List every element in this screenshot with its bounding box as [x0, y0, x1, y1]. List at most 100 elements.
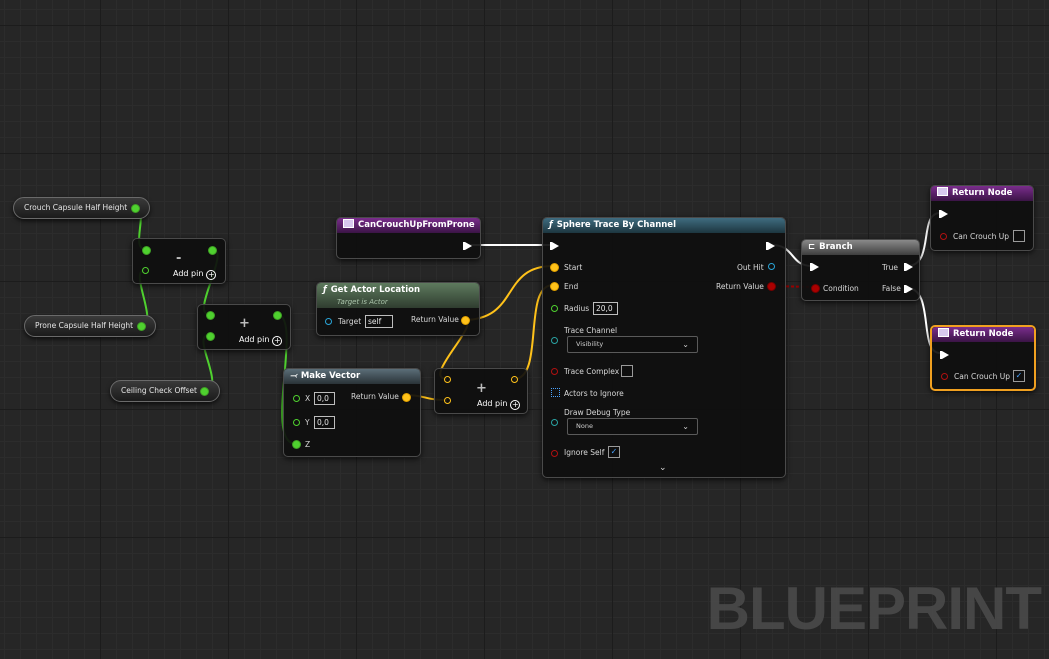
start-label: Start: [564, 263, 583, 272]
exec-pin-in[interactable]: [810, 263, 819, 271]
end-label: End: [564, 282, 579, 291]
true-label: True: [882, 263, 898, 272]
exec-pin-in[interactable]: [550, 242, 559, 250]
subtract-node[interactable]: - Add pin+: [132, 238, 226, 284]
end-pin-in[interactable]: [550, 282, 559, 291]
y-value-box[interactable]: 0,0: [314, 416, 335, 429]
float-pin-in-b[interactable]: [142, 267, 149, 274]
function-entry-node[interactable]: CanCrouchUpFromProne: [336, 217, 481, 259]
add-pin-label: Add pin: [477, 399, 508, 408]
out-hit-label: Out Hit: [737, 263, 764, 272]
vector-pin-out[interactable]: [461, 316, 470, 325]
trace-channel-pin-in[interactable]: [551, 337, 558, 344]
return-node-header: Return Node: [931, 186, 1033, 201]
return-node-false[interactable]: Return Node Can Crouch Up ✓: [930, 325, 1036, 391]
vector-pin-in-b[interactable]: [444, 397, 451, 404]
ignore-self-pin-in[interactable]: [551, 450, 558, 457]
float-pin-in-b[interactable]: [206, 332, 215, 341]
add-pin-label: Add pin: [173, 269, 204, 278]
var-ceiling-check-offset[interactable]: Ceiling Check Offset: [110, 380, 220, 402]
add-operator: +: [476, 381, 487, 396]
bool-pin-out[interactable]: [767, 282, 776, 291]
float-pin-out[interactable]: [131, 204, 140, 213]
make-vector-header: ⤙Make Vector: [284, 369, 420, 384]
add-node-float[interactable]: + Add pin+: [197, 304, 291, 350]
x-pin-in[interactable]: [293, 395, 300, 402]
y-pin-in[interactable]: [293, 419, 300, 426]
true-exec-pin-out[interactable]: [904, 263, 913, 271]
draw-debug-dropdown[interactable]: None⌄: [567, 418, 698, 435]
target-self-box[interactable]: self: [365, 315, 393, 328]
return-node-true[interactable]: Return Node Can Crouch Up: [930, 185, 1034, 251]
condition-pin-in[interactable]: [811, 284, 820, 293]
z-pin-in[interactable]: [292, 440, 301, 449]
var-crouch-label: Crouch Capsule Half Height: [24, 203, 128, 212]
trace-complex-pin-in[interactable]: [551, 368, 558, 375]
x-label: X: [305, 394, 311, 403]
make-vector-node[interactable]: ⤙Make Vector X 0,0 Y 0,0 Z Return Value: [283, 368, 421, 457]
float-pin-out[interactable]: [137, 322, 146, 331]
trace-complex-checkbox[interactable]: [621, 365, 633, 377]
vector-pin-in-a[interactable]: [444, 376, 451, 383]
branch-icon: ⊏: [808, 242, 816, 252]
exec-pin-out[interactable]: [766, 242, 775, 250]
var-prone-capsule-half-height[interactable]: Prone Capsule Half Height: [24, 315, 156, 337]
actors-to-ignore-row[interactable]: Actors to Ignore: [551, 388, 624, 398]
expand-chevron-icon[interactable]: ⌄: [659, 463, 667, 473]
ignore-self-label: Ignore Self: [564, 448, 605, 457]
float-pin-in-a[interactable]: [142, 246, 151, 255]
add-pin-button[interactable]: Add pin+: [173, 269, 217, 280]
var-crouch-capsule-half-height[interactable]: Crouch Capsule Half Height: [13, 197, 150, 219]
can-crouch-up-checkbox[interactable]: [1013, 230, 1025, 242]
exec-pin-in[interactable]: [940, 351, 949, 359]
radius-value-box[interactable]: 20,0: [593, 302, 618, 315]
subtract-operator: -: [176, 251, 182, 266]
return-value-label: Return Value: [411, 315, 459, 324]
out-hit-pin-out[interactable]: [768, 263, 775, 270]
can-crouch-up-pin-in[interactable]: [941, 373, 948, 380]
entry-title: CanCrouchUpFromProne: [358, 220, 475, 230]
exec-pin-out[interactable]: [463, 242, 472, 250]
vector-pin-out[interactable]: [402, 393, 411, 402]
can-crouch-up-label: Can Crouch Up: [953, 232, 1009, 241]
branch-header: ⊏Branch: [802, 240, 919, 255]
add-pin-label: Add pin: [239, 335, 270, 344]
float-pin-out[interactable]: [208, 246, 217, 255]
x-value-box[interactable]: 0,0: [314, 392, 335, 405]
draw-debug-pin-in[interactable]: [551, 419, 558, 426]
float-pin-out[interactable]: [273, 311, 282, 320]
chevron-down-icon: ⌄: [682, 422, 689, 431]
float-pin-in-a[interactable]: [206, 311, 215, 320]
can-crouch-up-pin-in[interactable]: [940, 233, 947, 240]
target-label: Target: [338, 317, 362, 326]
trace-channel-label: Trace Channel: [564, 326, 618, 335]
return-node-title: Return Node: [952, 188, 1013, 198]
radius-pin-in[interactable]: [551, 305, 558, 312]
target-pin-in[interactable]: [325, 318, 332, 325]
actors-to-ignore-label: Actors to Ignore: [564, 389, 624, 398]
add-node-vector[interactable]: + Add pin+: [434, 368, 528, 414]
start-pin-in[interactable]: [550, 263, 559, 272]
var-ceiling-label: Ceiling Check Offset: [121, 386, 197, 395]
exec-pin-in[interactable]: [939, 210, 948, 218]
function-icon: [343, 219, 354, 228]
y-label: Y: [305, 418, 310, 427]
add-pin-button[interactable]: Add pin+: [477, 399, 521, 410]
can-crouch-up-checkbox[interactable]: ✓: [1013, 370, 1025, 382]
chevron-down-icon: ⌄: [682, 340, 689, 349]
can-crouch-up-label: Can Crouch Up: [954, 372, 1010, 381]
add-pin-button[interactable]: Add pin+: [239, 335, 283, 346]
plus-circle-icon: +: [510, 400, 521, 410]
vector-pin-out[interactable]: [511, 376, 518, 383]
get-actor-location-subtitle: Target is Actor: [337, 298, 388, 306]
branch-node[interactable]: ⊏Branch Condition True False: [801, 239, 920, 301]
ignore-self-checkbox[interactable]: ✓: [608, 446, 620, 458]
false-exec-pin-out[interactable]: [904, 285, 913, 293]
entry-header: CanCrouchUpFromProne: [337, 218, 480, 233]
float-pin-out[interactable]: [200, 387, 209, 396]
trace-channel-dropdown[interactable]: Visibility⌄: [567, 336, 698, 353]
function-f-icon: ƒ: [323, 285, 327, 295]
